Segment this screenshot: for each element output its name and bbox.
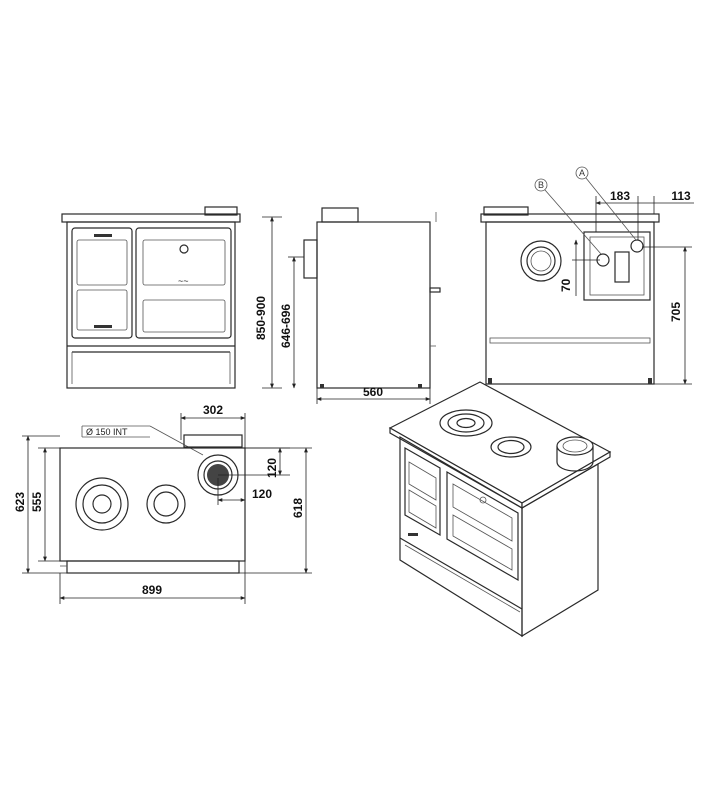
rear-70-label: 70 <box>559 278 573 292</box>
top-depth-body-label: 555 <box>30 492 44 512</box>
dim-front-height: 850-900 <box>254 216 282 389</box>
rear-height-label: 705 <box>669 302 683 322</box>
flue-label: Ø 150 INT <box>86 427 128 437</box>
rear-offset-a-label: 183 <box>610 189 630 203</box>
dim-top-outlet-horizontal: 120 <box>217 478 272 505</box>
side-view <box>303 207 441 389</box>
svg-text:~~: ~~ <box>178 276 189 286</box>
dim-rear-70: 70 <box>559 239 600 296</box>
svg-text:A: A <box>579 168 585 178</box>
front-view: ~~ <box>61 206 241 389</box>
perspective-view <box>388 381 612 638</box>
top-outlet-vertical-label: 120 <box>265 458 279 478</box>
rear-offset-b-label: 113 <box>671 189 691 203</box>
top-width-label: 899 <box>142 583 162 597</box>
top-depth-total-label: 623 <box>13 492 27 512</box>
rear-view <box>480 206 660 385</box>
top-outlet-offset-label: 302 <box>203 403 223 417</box>
dim-top-width: 899 <box>59 561 246 604</box>
marker-b: B <box>534 178 602 255</box>
front-height-label: 850-900 <box>254 296 268 340</box>
dim-top-outlet-offset: 302 <box>180 403 246 448</box>
side-depth-label: 560 <box>363 385 383 399</box>
outlet-height-label: 646-696 <box>279 304 293 348</box>
dim-top-depth-right: 618 <box>239 447 312 574</box>
dim-rear-height: 705 <box>642 246 692 385</box>
top-view: Ø 150 INT <box>59 425 246 574</box>
top-outlet-horizontal-label: 120 <box>252 487 272 501</box>
dim-top-depth-left: 623 555 <box>13 435 67 574</box>
svg-text:B: B <box>538 180 544 190</box>
marker-a: A <box>575 166 637 241</box>
dim-side-depth: 560 <box>316 385 431 404</box>
dim-outlet-height: 646-696 <box>279 256 304 389</box>
dim-rear-top: 183 113 <box>595 189 694 240</box>
top-depth-right-label: 618 <box>291 498 305 518</box>
